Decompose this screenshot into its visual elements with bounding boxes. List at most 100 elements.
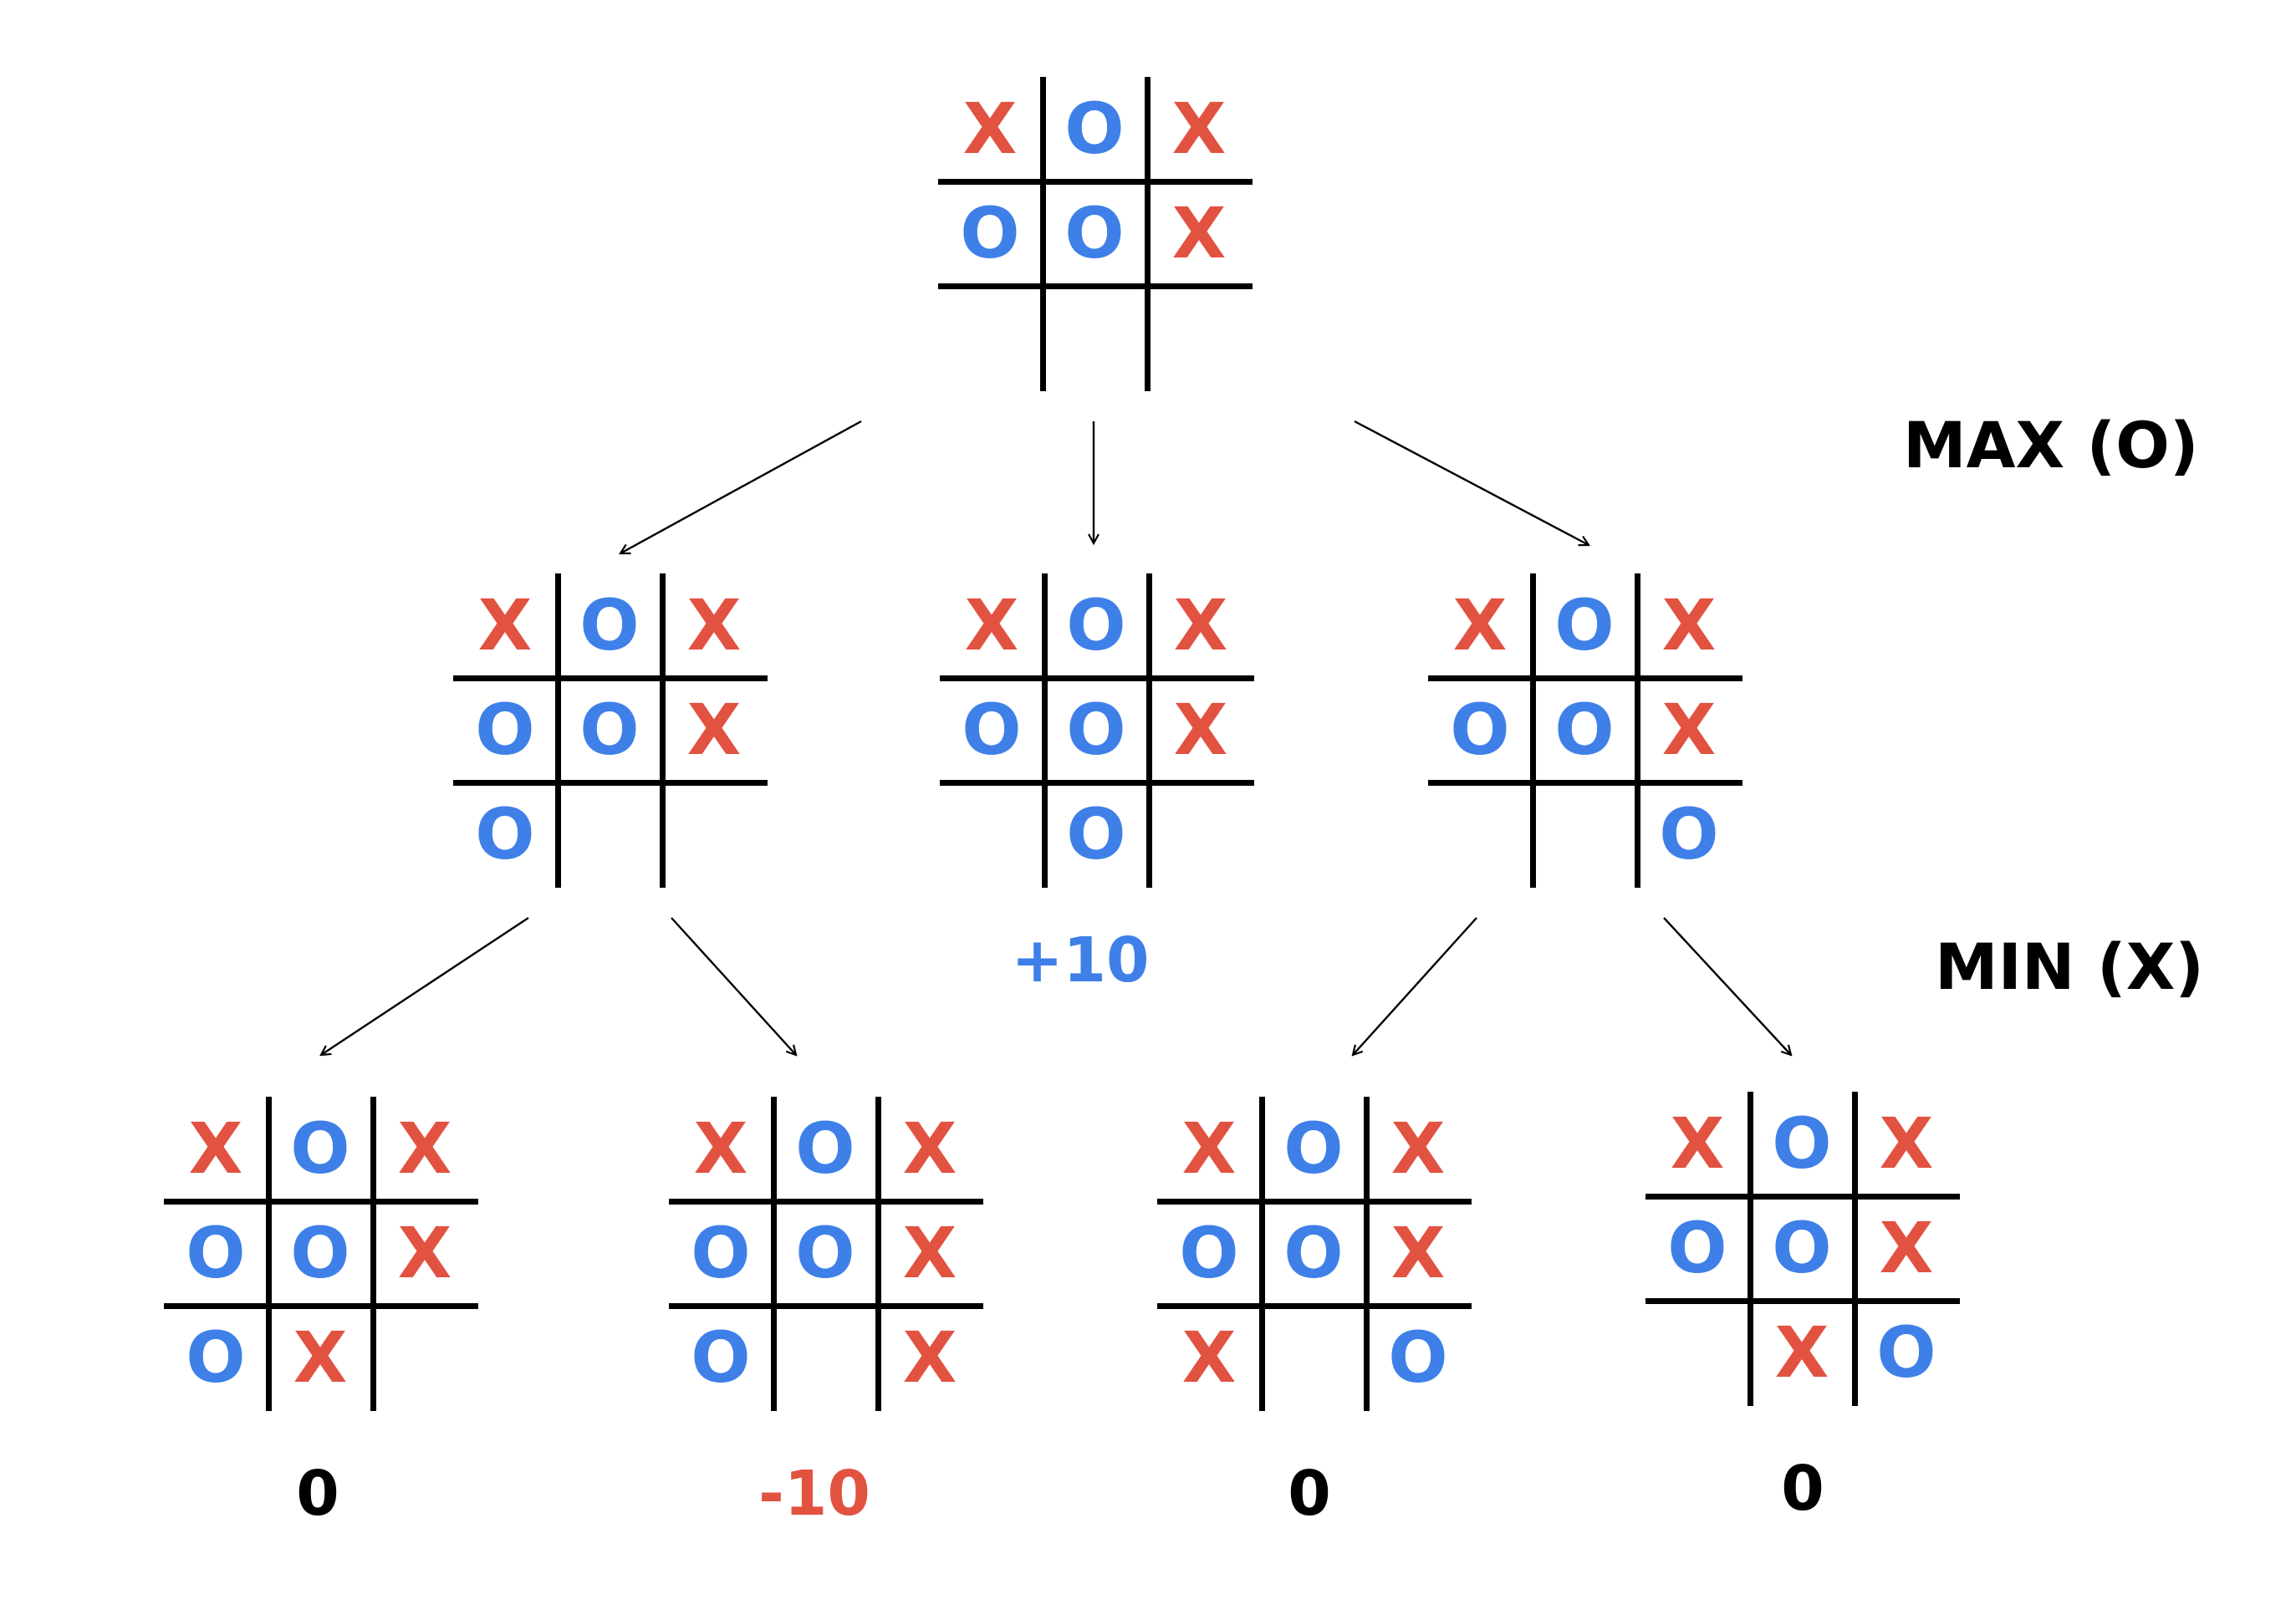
board-cell-x: X	[1661, 584, 1717, 666]
board-cell-o: O	[962, 689, 1022, 771]
board-cell-o: O	[1064, 192, 1125, 274]
grid-line-vertical	[1851, 1092, 1858, 1406]
grid-line-vertical	[1039, 77, 1046, 391]
board-cell-empty	[1149, 782, 1253, 886]
board-cell-o: O	[1064, 88, 1125, 170]
board-cell-x: X	[1670, 1103, 1725, 1184]
board-cell-x: X	[964, 584, 1019, 666]
grid-line-horizontal	[938, 283, 1253, 289]
grid-line-vertical	[1529, 573, 1536, 888]
board-cell-o: O	[1554, 584, 1615, 666]
board-cell-o: O	[1554, 689, 1615, 771]
board-cell-x: X	[1879, 1103, 1934, 1184]
grid-line-horizontal	[164, 1302, 478, 1309]
edge-mid-right-to-leaf-4	[1663, 917, 1791, 1055]
board-cell-empty	[940, 782, 1043, 886]
board-cell-x: X	[1181, 1317, 1237, 1398]
board-cell-o: O	[1066, 793, 1126, 875]
board-cell-x: X	[902, 1108, 957, 1190]
board-cell-x: X	[1774, 1312, 1829, 1393]
board-cell-empty	[1147, 286, 1251, 390]
grid-line-vertical	[659, 573, 666, 888]
board-cell-o: O	[475, 689, 535, 771]
grid-line-horizontal	[1157, 1302, 1472, 1309]
grid-line-horizontal	[669, 1302, 983, 1309]
board-cell-x: X	[693, 1108, 748, 1190]
board-cell-empty	[1428, 782, 1532, 886]
board-cell-o: O	[1659, 793, 1719, 875]
board-cell-o: O	[1667, 1207, 1727, 1289]
score-mid-center: +10	[1011, 925, 1150, 996]
grid-line-vertical	[1634, 573, 1640, 888]
board-cell-o: O	[795, 1212, 855, 1294]
board-cell-o: O	[1066, 584, 1126, 666]
board-cell-x: X	[1171, 88, 1227, 170]
board-cell-x: X	[1171, 192, 1227, 274]
board-cell-x: X	[1173, 584, 1228, 666]
board-cell-x: X	[902, 1317, 957, 1398]
grid-line-horizontal	[453, 779, 768, 786]
board-cell-empty	[1533, 782, 1636, 886]
board-cell-o: O	[1283, 1108, 1344, 1190]
level-label-min: MIN (X)	[1935, 930, 2205, 1004]
board-cell-x: X	[686, 584, 742, 666]
score-leaf-3: 0	[1288, 1458, 1331, 1530]
grid-line-vertical	[265, 1097, 272, 1411]
grid-line-vertical	[1144, 77, 1151, 391]
board-cell-o: O	[1388, 1317, 1448, 1398]
board-cell-empty	[558, 782, 661, 886]
grid-line-vertical	[1041, 573, 1048, 888]
board-cell-empty	[773, 1306, 877, 1409]
board-cell-empty	[662, 782, 766, 886]
board-cell-x: X	[188, 1108, 243, 1190]
grid-line-horizontal	[1645, 1297, 1960, 1304]
grid-line-horizontal	[1428, 779, 1742, 786]
board-cell-o: O	[1876, 1312, 1936, 1393]
grid-line-vertical	[1145, 573, 1152, 888]
board-cell-o: O	[795, 1108, 855, 1190]
board-cell-x: X	[1661, 689, 1717, 771]
edge-mid-left-to-leaf-1	[321, 916, 529, 1055]
board-cell-empty	[1043, 286, 1146, 390]
board-cell-o: O	[475, 793, 535, 875]
grid-line-vertical	[1363, 1097, 1370, 1411]
board-cell-o: O	[691, 1317, 751, 1398]
grid-line-horizontal	[669, 1198, 983, 1205]
grid-line-horizontal	[940, 779, 1254, 786]
board-cell-x: X	[397, 1212, 452, 1294]
board-cell-x: X	[1390, 1212, 1446, 1294]
edge-mid-left-to-leaf-2	[671, 917, 796, 1055]
board-cell-empty	[1645, 1301, 1749, 1404]
board-cell-x: X	[293, 1317, 348, 1398]
grid-line-vertical	[554, 573, 561, 888]
edge-root-to-mid-right	[1354, 420, 1589, 545]
board-cell-o: O	[290, 1108, 350, 1190]
board-cell-o: O	[691, 1212, 751, 1294]
grid-line-horizontal	[1157, 1198, 1472, 1205]
grid-line-horizontal	[938, 178, 1253, 185]
edge-mid-right-to-leaf-3	[1353, 917, 1477, 1055]
board-cell-o: O	[186, 1212, 246, 1294]
score-leaf-1: 0	[296, 1458, 339, 1530]
board-cell-x: X	[1181, 1108, 1237, 1190]
board-cell-x: X	[902, 1212, 957, 1294]
board-cell-o: O	[1772, 1207, 1832, 1289]
board-cell-o: O	[960, 192, 1020, 274]
board-cell-x: X	[1173, 689, 1228, 771]
grid-line-horizontal	[1645, 1193, 1960, 1200]
grid-line-horizontal	[453, 675, 768, 681]
board-cell-x: X	[1390, 1108, 1446, 1190]
board-cell-x: X	[962, 88, 1018, 170]
board-cell-o: O	[579, 584, 640, 666]
board-cell-o: O	[186, 1317, 246, 1398]
board-cell-o: O	[290, 1212, 350, 1294]
